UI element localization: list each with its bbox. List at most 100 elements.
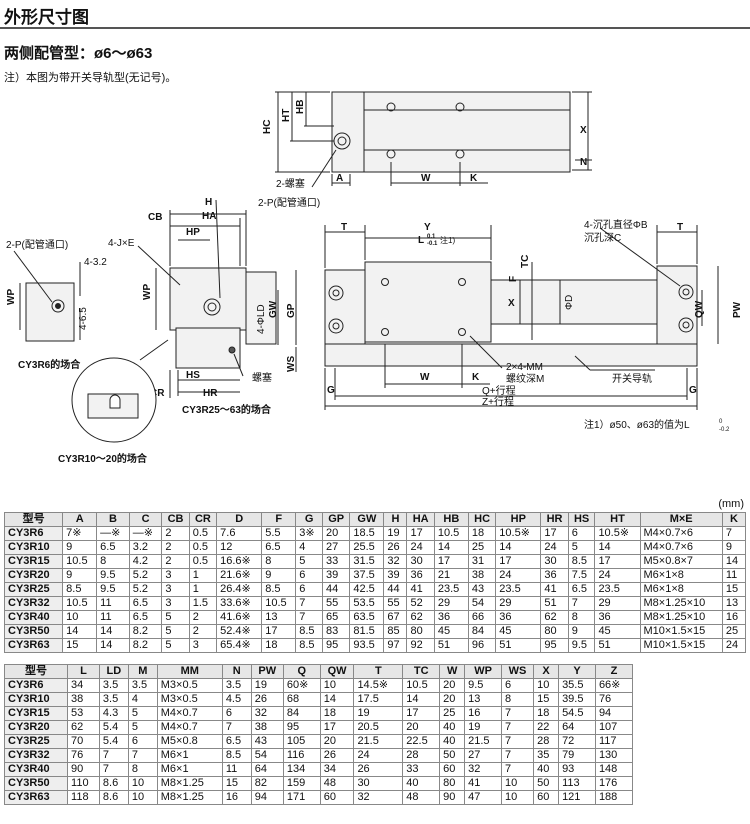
table-cell: 6 xyxy=(567,526,596,541)
table-cell: 95 xyxy=(321,638,351,653)
table-cell: 25 xyxy=(721,624,747,639)
table-cell: 10 xyxy=(500,790,535,805)
table-cell: 7 xyxy=(98,748,129,763)
table-cell: 11 xyxy=(96,596,130,611)
table-cell: 4 xyxy=(295,540,323,555)
table-cell: 80 xyxy=(406,624,435,639)
table-cell: 51 xyxy=(594,638,641,653)
label-counterbore-depth: 沉孔深C xyxy=(584,231,621,244)
column-header: WS xyxy=(500,664,535,679)
column-header: PW xyxy=(250,664,284,679)
table-cell: 60 xyxy=(319,790,355,805)
column-header: QW xyxy=(319,664,355,679)
table-cell: 33.6※ xyxy=(216,596,263,611)
table-cell: 10 xyxy=(500,776,535,791)
table-cell: 28 xyxy=(402,748,441,763)
table-cell: 43 xyxy=(250,734,284,749)
table-cell: 14 xyxy=(62,624,98,639)
footnote-upper: 0 xyxy=(719,419,723,425)
column-header: TC xyxy=(402,664,441,679)
table-cell: 40 xyxy=(439,734,466,749)
table-cell: 33 xyxy=(321,554,351,569)
table-cell: CY3R50 xyxy=(3,624,64,639)
table-cell: 11 xyxy=(96,610,130,625)
label-note1: 注1) xyxy=(440,235,455,245)
table-cell: 7 xyxy=(295,610,323,625)
table-cell: 8.5 xyxy=(261,582,297,597)
column-header: D xyxy=(216,512,263,527)
table-cell: 55 xyxy=(321,596,351,611)
table-cell: CY3R63 xyxy=(3,638,64,653)
table-cell: 171 xyxy=(282,790,321,805)
caption-cy3r25-63: CY3R25～63的场合 xyxy=(182,403,272,416)
table-cell: 3.5 xyxy=(98,678,129,693)
table-cell: 50 xyxy=(439,748,466,763)
table-cell: 10.5 xyxy=(402,678,441,693)
table-cell: 41 xyxy=(464,776,502,791)
table-cell: 23.5 xyxy=(594,582,641,597)
table-cell: CY3R25 xyxy=(3,582,64,597)
label-counterbore: 4-沉孔直径ΦB xyxy=(584,218,648,231)
table-cell: 10 xyxy=(127,776,158,791)
table-cell: M4×0.7 xyxy=(156,720,223,735)
table-cell: 55 xyxy=(383,596,408,611)
table-cell: 62 xyxy=(540,610,569,625)
table-cell: 66 xyxy=(467,610,497,625)
footnote-lower: -0.2 xyxy=(719,427,730,433)
table-cell: 6 xyxy=(500,678,535,693)
table-cell: 6 xyxy=(221,706,252,721)
table-cell: 26 xyxy=(319,748,355,763)
table-cell: 0.5 xyxy=(188,540,218,555)
table-cell: 40 xyxy=(533,762,560,777)
table-cell: 10.5 xyxy=(433,526,469,541)
table-cell: 9 xyxy=(62,568,98,583)
table-cell: 7※ xyxy=(62,526,98,541)
table-cell: 5 xyxy=(161,638,190,653)
caption-cy3r6: CY3R6的场合 xyxy=(18,358,81,371)
table-cell: 32 xyxy=(464,762,502,777)
table-cell: 54 xyxy=(250,748,284,763)
label-ha: HA xyxy=(202,211,216,222)
table-cell: CY3R15 xyxy=(3,554,64,569)
table-cell: 45 xyxy=(594,624,641,639)
label-z-stroke: Z+行程 xyxy=(482,395,514,408)
table-cell: 22 xyxy=(533,720,560,735)
table-cell: 39 xyxy=(383,568,408,583)
column-header: 型号 xyxy=(3,664,69,679)
table-cell: 5.2 xyxy=(128,568,163,583)
table-cell: 39 xyxy=(321,568,351,583)
table-cell: 26 xyxy=(250,692,284,707)
table-cell: 110 xyxy=(67,776,100,791)
label-g-left: G xyxy=(327,385,335,396)
table-cell: 38 xyxy=(250,720,284,735)
table-cell: 16 xyxy=(221,790,252,805)
table-cell: 9 xyxy=(721,540,747,555)
label-x-front: X xyxy=(508,298,515,309)
unit-label: (mm) xyxy=(718,498,744,510)
table-cell: 32 xyxy=(250,706,284,721)
table-cell: 8.6 xyxy=(98,776,129,791)
table-cell: 21 xyxy=(433,568,469,583)
table-cell: 45 xyxy=(495,624,542,639)
table-cell: 85 xyxy=(383,624,408,639)
table-cell: 9.5 xyxy=(96,568,130,583)
table-cell: 1 xyxy=(188,582,218,597)
table-cell: 20 xyxy=(319,734,355,749)
label-f: F xyxy=(508,276,519,282)
table-cell: 93 xyxy=(558,762,596,777)
column-header: HT xyxy=(594,512,641,527)
table-cell: 25 xyxy=(439,706,466,721)
table-cell: 7 xyxy=(500,734,535,749)
table-cell: 81.5 xyxy=(349,624,385,639)
table-cell: 134 xyxy=(282,762,321,777)
column-header: C xyxy=(128,512,163,527)
table-cell: 24 xyxy=(406,540,435,555)
table-cell: 17 xyxy=(594,554,641,569)
table-cell: 27 xyxy=(464,748,502,763)
table-cell: 20.5 xyxy=(353,720,404,735)
